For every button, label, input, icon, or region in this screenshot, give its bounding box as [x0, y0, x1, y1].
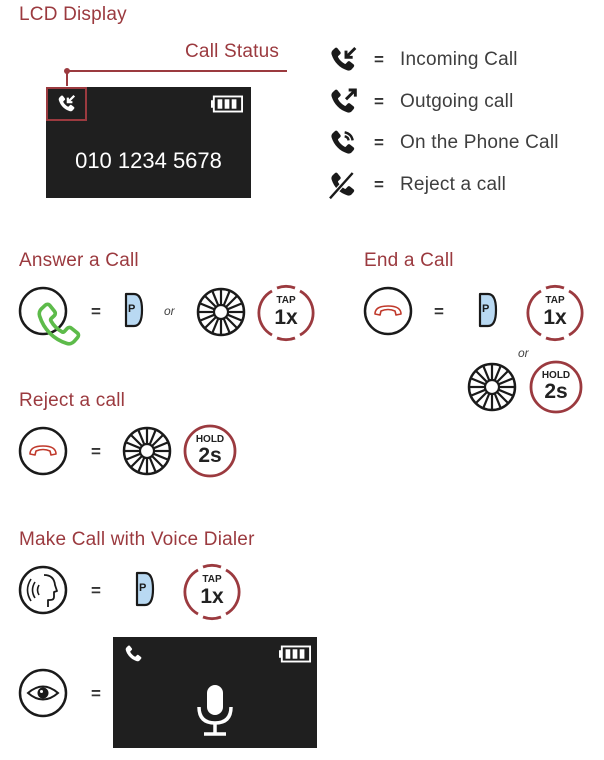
on-phone-call-icon — [326, 127, 358, 159]
battery-icon — [211, 95, 243, 113]
hold-2s-badge: HOLD 2s — [183, 424, 237, 478]
call-status-pointer — [64, 68, 287, 86]
hold-2s-badge: HOLD 2s — [529, 360, 583, 414]
end-call-icon — [363, 286, 413, 336]
legend-label: Reject a call — [400, 174, 507, 195]
phone-button: P — [135, 571, 155, 607]
tap-1x-badge: TAP 1x — [257, 285, 315, 341]
incoming-call-icon — [54, 94, 76, 115]
call-status-label: Call Status — [185, 41, 280, 62]
reject-call-title: Reject a call — [19, 390, 126, 411]
voice-dialer-title: Make Call with Voice Dialer — [19, 529, 255, 550]
incoming-call-icon — [326, 46, 357, 76]
tap-1x-badge: TAP 1x — [526, 285, 584, 341]
phone-number: 010 1234 5678 — [75, 148, 222, 173]
lcd-title: LCD Display — [19, 4, 127, 25]
phone-button: P — [478, 292, 498, 328]
call-status-highlight — [46, 87, 87, 121]
reject-call-icon — [328, 171, 355, 200]
phone-icon — [121, 643, 145, 665]
legend-label: On the Phone Call — [400, 132, 559, 153]
lcd-screen: 010 1234 5678 — [46, 87, 251, 198]
jog-dial-icon — [196, 287, 246, 337]
battery-icon — [279, 645, 311, 663]
end-call-title: End a Call — [364, 250, 454, 271]
phone-button: P — [124, 292, 144, 328]
outgoing-call-icon — [326, 88, 357, 118]
legend-label: Outgoing call — [400, 91, 514, 112]
microphone-icon — [197, 685, 233, 736]
answer-call-title: Answer a Call — [19, 250, 139, 271]
eye-icon — [18, 668, 68, 718]
tap-1x-badge: TAP 1x — [183, 564, 241, 620]
lcd-screen-voice — [113, 637, 317, 748]
voice-command-icon — [18, 565, 68, 615]
jog-dial-icon — [467, 362, 517, 412]
end-call-icon — [18, 426, 68, 476]
or-text: or — [164, 304, 175, 318]
answer-call-icon — [18, 286, 68, 336]
legend-label: Incoming Call — [400, 49, 518, 70]
or-text: or — [518, 346, 529, 360]
jog-dial-icon — [122, 426, 172, 476]
